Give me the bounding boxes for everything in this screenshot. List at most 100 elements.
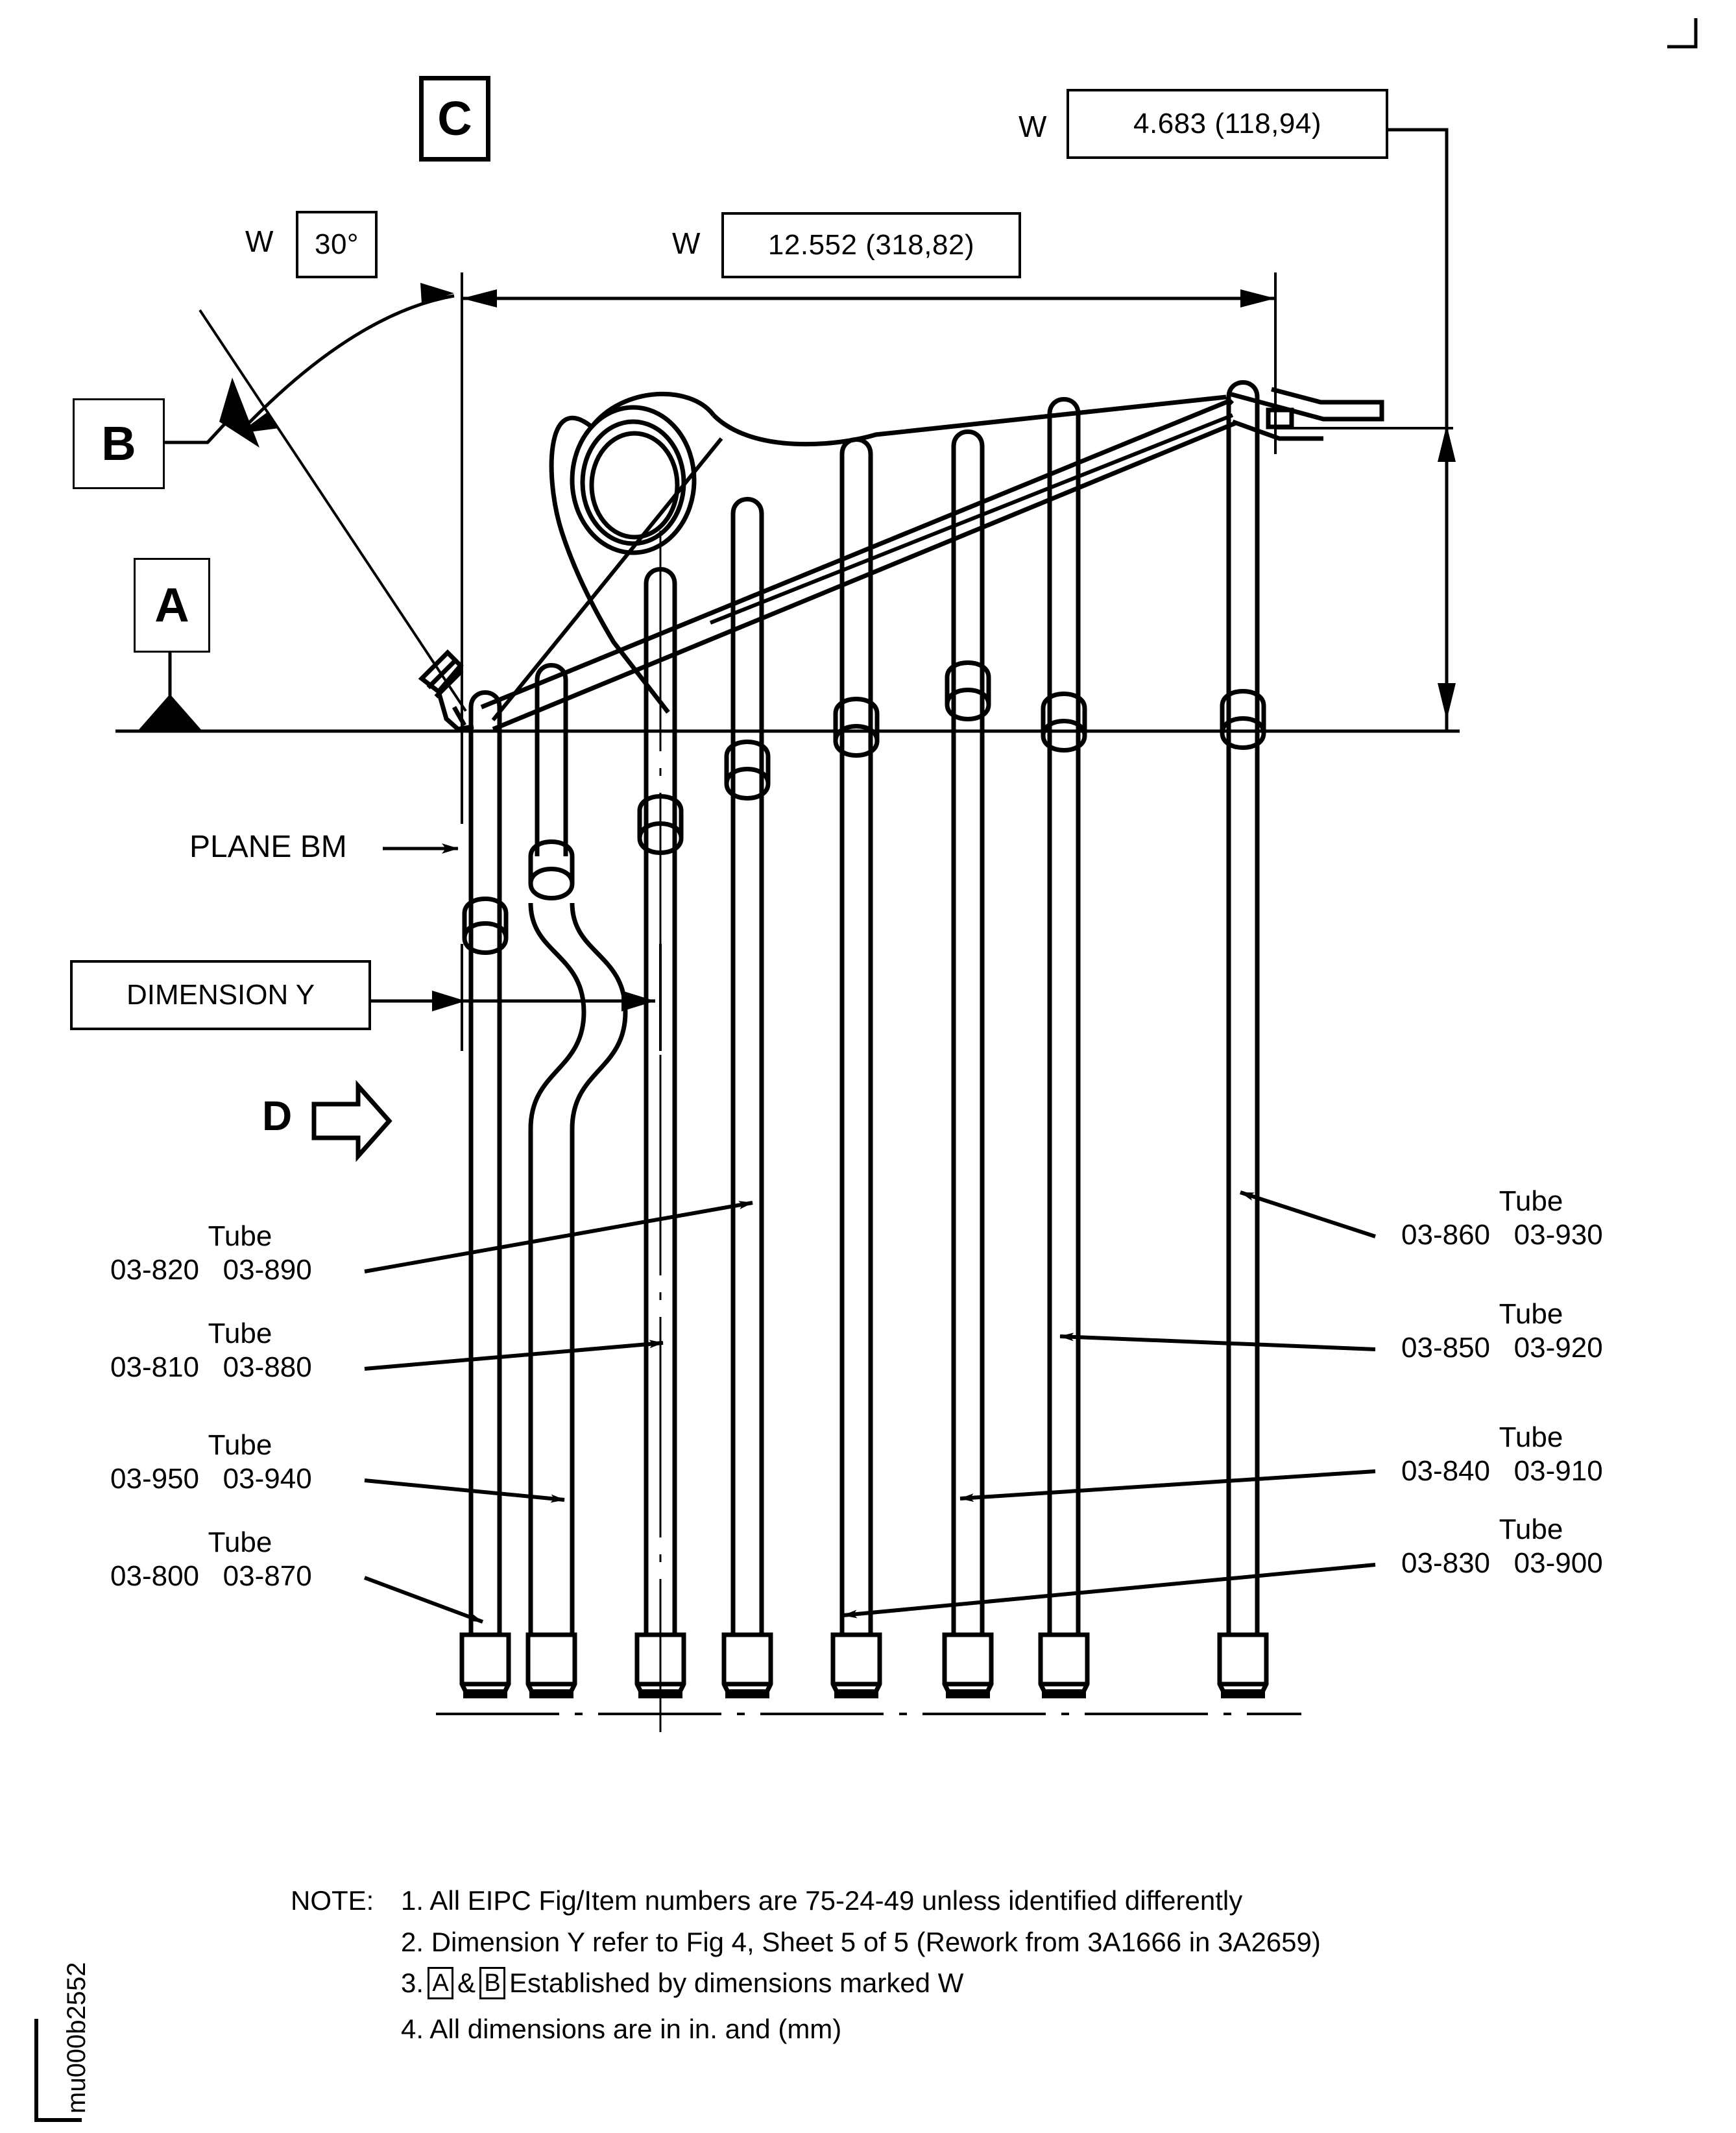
note-line-4: 4. All dimensions are in in. and (mm) — [401, 2014, 841, 2045]
figure-id-bracket — [34, 2019, 82, 2122]
angle-reference-ray — [199, 309, 467, 712]
vdim-arrow-down — [1438, 683, 1456, 720]
tube-callout-title: Tube — [208, 1220, 272, 1252]
vertical-dimension-box[interactable]: 4.683 (118,94) — [1067, 89, 1388, 159]
tube-callout-numbers: 03-830 03-900 — [1401, 1547, 1603, 1579]
tube-callout-title: Tube — [1499, 1185, 1563, 1217]
w-label-vertical: W — [1019, 110, 1047, 143]
w-label-horizontal: W — [672, 226, 701, 260]
plane-bm-label: PLANE BM — [189, 830, 347, 864]
tube-callout-right-3: Tube 03-840 03-910 — [1401, 1421, 1661, 1488]
vertical-dimension-value: 4.683 (118,94) — [1133, 108, 1321, 139]
header-rail-mid — [709, 413, 1234, 625]
tube-5 — [830, 437, 882, 1697]
tube-callout-title: Tube — [1499, 1298, 1563, 1330]
tube-4-tip — [725, 1689, 769, 1698]
datum-a-triangle — [138, 694, 202, 731]
note-line-2: 2. Dimension Y refer to Fig 4, Sheet 5 o… — [401, 1927, 1321, 1958]
tube-callout-title: Tube — [208, 1318, 272, 1349]
dimension-y-box[interactable]: DIMENSION Y — [70, 960, 371, 1030]
tube-callout-numbers: 03-820 03-890 — [110, 1253, 312, 1286]
note-line-3: 3. A & B Established by dimensions marke… — [401, 1967, 963, 1999]
tube-8-tip — [1221, 1689, 1265, 1698]
vertical-dimension-4683 — [1382, 128, 1449, 731]
tube-2 — [525, 663, 628, 1697]
vdim-arrow-up — [1438, 425, 1456, 462]
leader-tube-03850 — [1059, 1332, 1376, 1351]
angle-arc-30deg — [240, 294, 455, 432]
leader-tube-03840 — [959, 1469, 1376, 1502]
manifold-boss-ring — [570, 405, 697, 555]
angle-dimension-box[interactable]: 30° — [296, 211, 378, 278]
leader-tube-03830 — [843, 1563, 1376, 1619]
tube-callout-numbers: 03-860 03-930 — [1401, 1218, 1603, 1251]
right-end-fitting — [1229, 387, 1384, 441]
note-1-text: 1. All EIPC Fig/Item numbers are 75-24-4… — [401, 1885, 1243, 1916]
view-direction-d-label: D — [262, 1092, 293, 1139]
tube-5-tip — [834, 1689, 878, 1698]
note-3-datum-a: A — [428, 1967, 454, 1999]
leader-tube-03810 — [364, 1340, 664, 1371]
w-label-angle: W — [245, 224, 274, 258]
tube-callout-left-1: Tube 03-820 03-890 — [110, 1220, 370, 1287]
leader-tube-03860 — [1240, 1190, 1376, 1238]
figure-id-label: mu000b2552 — [62, 1962, 91, 2114]
left-end-clamp — [418, 649, 474, 732]
tube-callout-title: Tube — [1499, 1513, 1563, 1545]
header-rail-lower — [492, 420, 1237, 732]
tube-callout-numbers: 03-850 03-920 — [1401, 1331, 1603, 1364]
tube-callout-title: Tube — [208, 1429, 272, 1461]
angle-arc-arrow-right — [420, 283, 454, 304]
angle-dimension-value: 30° — [314, 228, 359, 260]
note-3-datum-b: B — [479, 1967, 506, 1999]
tube-4 — [721, 497, 773, 1697]
note-heading: NOTE: — [291, 1885, 374, 1916]
tube-6 — [942, 429, 994, 1697]
tube-callout-numbers: 03-810 03-880 — [110, 1351, 312, 1383]
datum-b-triangle — [219, 378, 259, 448]
tube-7 — [1038, 397, 1090, 1697]
header-rail-upper — [480, 398, 1231, 710]
tube-callout-left-3: Tube 03-950 03-940 — [110, 1428, 370, 1496]
tube-callout-left-2: Tube 03-810 03-880 — [110, 1317, 370, 1384]
datum-a-box[interactable]: A — [134, 558, 210, 653]
datum-a-label: A — [154, 578, 189, 632]
tube-callout-numbers: 03-800 03-870 — [110, 1560, 312, 1592]
tube-callout-right-4: Tube 03-830 03-900 — [1401, 1513, 1661, 1580]
dim-arrow-left — [462, 289, 497, 307]
note-4-text: 4. All dimensions are in in. and (mm) — [401, 2014, 842, 2044]
tube-callout-right-1: Tube 03-860 03-930 — [1401, 1185, 1661, 1252]
note-line-1: 1. All EIPC Fig/Item numbers are 75-24-4… — [401, 1885, 1242, 1916]
tube-1-tip — [463, 1689, 507, 1698]
view-direction-d-arrow — [311, 1079, 392, 1163]
horizontal-dimension-box[interactable]: 12.552 (318,82) — [721, 212, 1021, 278]
tube-callout-title: Tube — [208, 1526, 272, 1558]
dimy-arrow-left — [432, 991, 466, 1011]
leader-tube-03820 — [364, 1201, 753, 1273]
note-3-number: 3. — [401, 1968, 424, 1998]
dim-arrow-right — [1240, 289, 1275, 307]
note-3-ampersand: & — [457, 1968, 476, 1998]
tube-8 — [1217, 380, 1269, 1697]
note-heading-text: NOTE: — [291, 1885, 374, 1916]
registration-mark-corner — [1667, 18, 1698, 49]
note-3-text: Established by dimensions marked W — [509, 1968, 964, 1998]
datum-c-box[interactable]: C — [419, 76, 490, 162]
tube-callout-title: Tube — [1499, 1421, 1563, 1453]
tube-7-tip — [1042, 1689, 1086, 1698]
tube-6-tip — [946, 1689, 990, 1698]
datum-b-box[interactable]: B — [73, 398, 165, 489]
tube-1 — [459, 690, 511, 1697]
leader-tube-03950 — [364, 1478, 565, 1503]
tube-callout-left-4: Tube 03-800 03-870 — [110, 1526, 370, 1593]
dimension-y-label: DIMENSION Y — [126, 979, 315, 1011]
tube-callout-numbers: 03-950 03-940 — [110, 1462, 312, 1495]
tube-2-tip — [529, 1689, 573, 1698]
tube-callout-numbers: 03-840 03-910 — [1401, 1454, 1603, 1487]
note-2-text: 2. Dimension Y refer to Fig 4, Sheet 5 o… — [401, 1927, 1321, 1957]
datum-c-label: C — [437, 91, 472, 145]
dimy-arrow-right — [621, 991, 655, 1011]
tube-3 — [634, 567, 686, 1697]
